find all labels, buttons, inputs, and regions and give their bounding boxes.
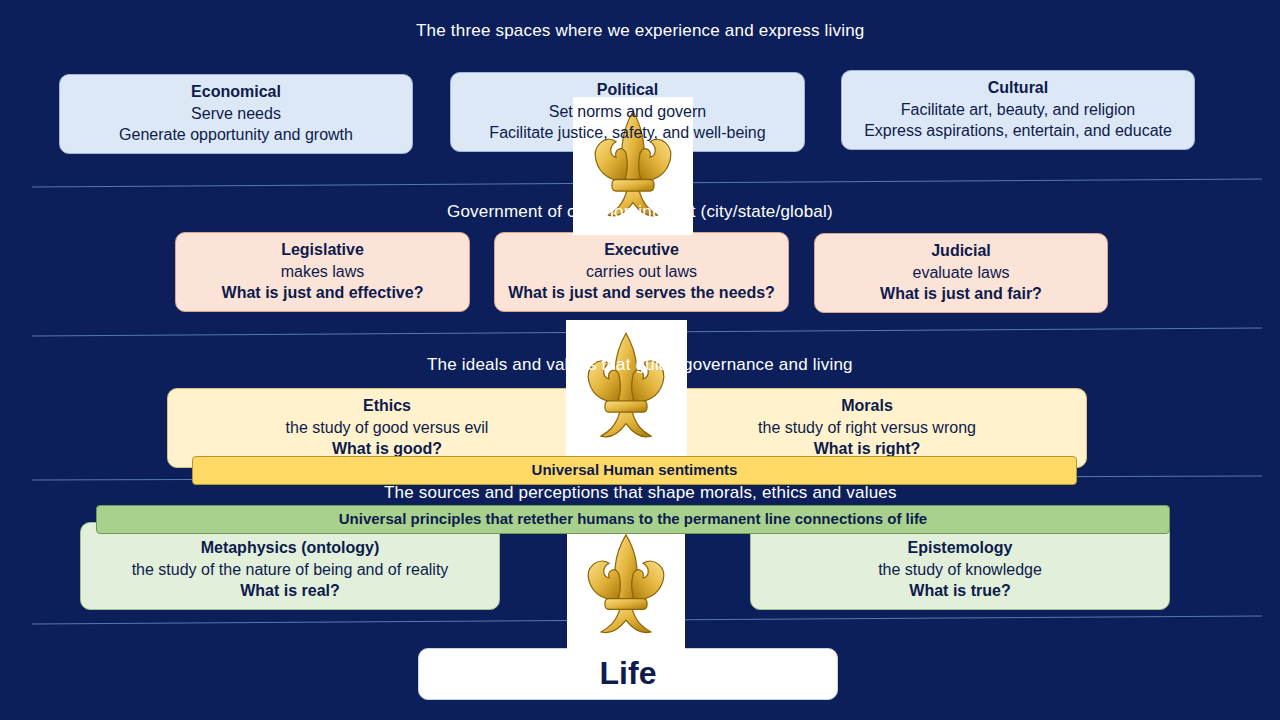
divider-line — [32, 179, 1262, 187]
space-box: EconomicalServe needsGenerate opportunit… — [59, 74, 413, 154]
box-question: What is real? — [89, 580, 491, 602]
sentiment-band: Universal Human sentiments — [192, 456, 1077, 485]
box-body: Express aspirations, entertain, and educ… — [850, 120, 1186, 142]
box-body: Set norms and govern — [459, 101, 796, 123]
box-heading: Judicial — [823, 240, 1099, 262]
box-body: Generate opportunity and growth — [68, 124, 404, 146]
box-body: the study of knowledge — [759, 559, 1161, 581]
section-heading: Government of common interest (city/stat… — [447, 202, 833, 222]
box-heading: Morals — [656, 395, 1078, 417]
source-box: Epistemologythe study of knowledgeWhat i… — [750, 522, 1170, 610]
box-heading: Cultural — [850, 77, 1186, 99]
band-text: Universal principles that retether human… — [103, 509, 1163, 529]
life-text: Life — [600, 656, 657, 691]
life-box: Life — [418, 648, 838, 700]
divider-line — [32, 616, 1262, 624]
principle-band: Universal principles that retether human… — [96, 505, 1170, 534]
box-body: Facilitate art, beauty, and religion — [850, 99, 1186, 121]
box-heading: Epistemology — [759, 537, 1161, 559]
box-heading: Legislative — [184, 239, 461, 261]
space-box: CulturalFacilitate art, beauty, and reli… — [841, 70, 1195, 150]
box-heading: Ethics — [176, 395, 598, 417]
box-body: Facilitate justice, safety, and well-bei… — [459, 122, 796, 144]
box-question: What is true? — [759, 580, 1161, 602]
box-body: the study of right versus wrong — [656, 417, 1078, 439]
box-body: evaluate laws — [823, 262, 1099, 284]
fleur-de-lis — [566, 320, 687, 456]
box-question: What is just and effective? — [184, 282, 461, 304]
branch-box: Judicialevaluate lawsWhat is just and fa… — [814, 233, 1108, 313]
box-heading: Executive — [503, 239, 780, 261]
section-heading: The sources and perceptions that shape m… — [384, 483, 897, 503]
fleur-de-lis — [573, 97, 693, 235]
source-box: Metaphysics (ontology)the study of the n… — [80, 522, 500, 610]
box-heading: Political — [459, 79, 796, 101]
box-body: makes laws — [184, 261, 461, 283]
band-text: Universal Human sentiments — [199, 460, 1070, 480]
branch-box: Executivecarries out lawsWhat is just an… — [494, 232, 789, 312]
box-heading: Metaphysics (ontology) — [89, 537, 491, 559]
diagram-title: The three spaces where we experience and… — [416, 21, 865, 41]
box-body: the study of the nature of being and of … — [89, 559, 491, 581]
branch-box: Legislativemakes lawsWhat is just and ef… — [175, 232, 470, 312]
box-question: What is just and serves the needs? — [503, 282, 780, 304]
box-question: What is just and fair? — [823, 283, 1099, 305]
box-heading: Economical — [68, 81, 404, 103]
fleur-de-lis — [567, 505, 685, 650]
section-heading: The ideals and values that guide governa… — [427, 355, 853, 375]
divider-line — [32, 328, 1262, 336]
box-body: Serve needs — [68, 103, 404, 125]
box-body: the study of good versus evil — [176, 417, 598, 439]
box-body: carries out laws — [503, 261, 780, 283]
space-box: PoliticalSet norms and governFacilitate … — [450, 72, 805, 152]
